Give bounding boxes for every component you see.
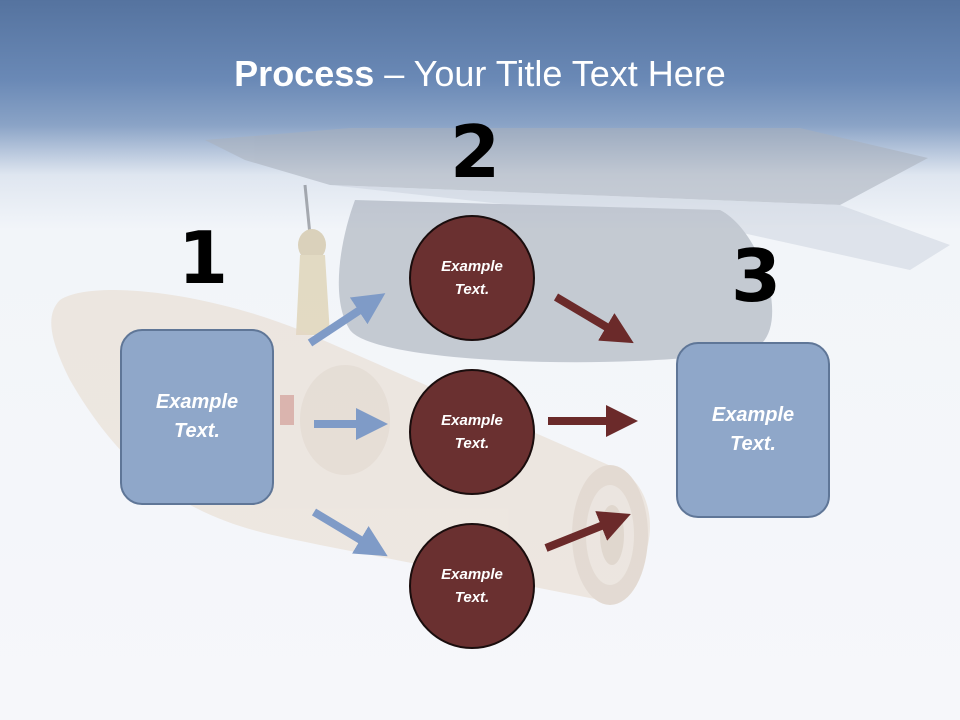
title-rest: – Your Title Text Here	[374, 53, 726, 94]
blue-arrow-up	[307, 293, 386, 347]
right-text-box[interactable]: Example Text.	[676, 342, 830, 518]
circle-top-label: Example Text.	[441, 258, 503, 298]
title-bold: Process	[234, 53, 375, 94]
step-number-1: 1	[178, 216, 229, 300]
circle-top[interactable]: Example Text.	[409, 215, 535, 341]
red-arrow-up	[544, 511, 631, 552]
circle-bottom[interactable]: Example Text.	[409, 523, 535, 649]
red-arrow-down	[553, 293, 634, 344]
right-box-label: Example Text.	[711, 404, 795, 455]
slide-title: Process – Your Title Text Here	[0, 52, 960, 96]
step-number-3: 3	[731, 234, 782, 318]
circle-middle-label: Example Text.	[441, 412, 503, 452]
step-number-2: 2	[450, 110, 501, 194]
blue-arrow-down	[311, 508, 388, 557]
left-text-box[interactable]: Example Text.	[120, 329, 274, 505]
left-box-label: Example Text.	[155, 391, 239, 442]
circle-bottom-label: Example Text.	[441, 566, 503, 606]
circle-middle[interactable]: Example Text.	[409, 369, 535, 495]
